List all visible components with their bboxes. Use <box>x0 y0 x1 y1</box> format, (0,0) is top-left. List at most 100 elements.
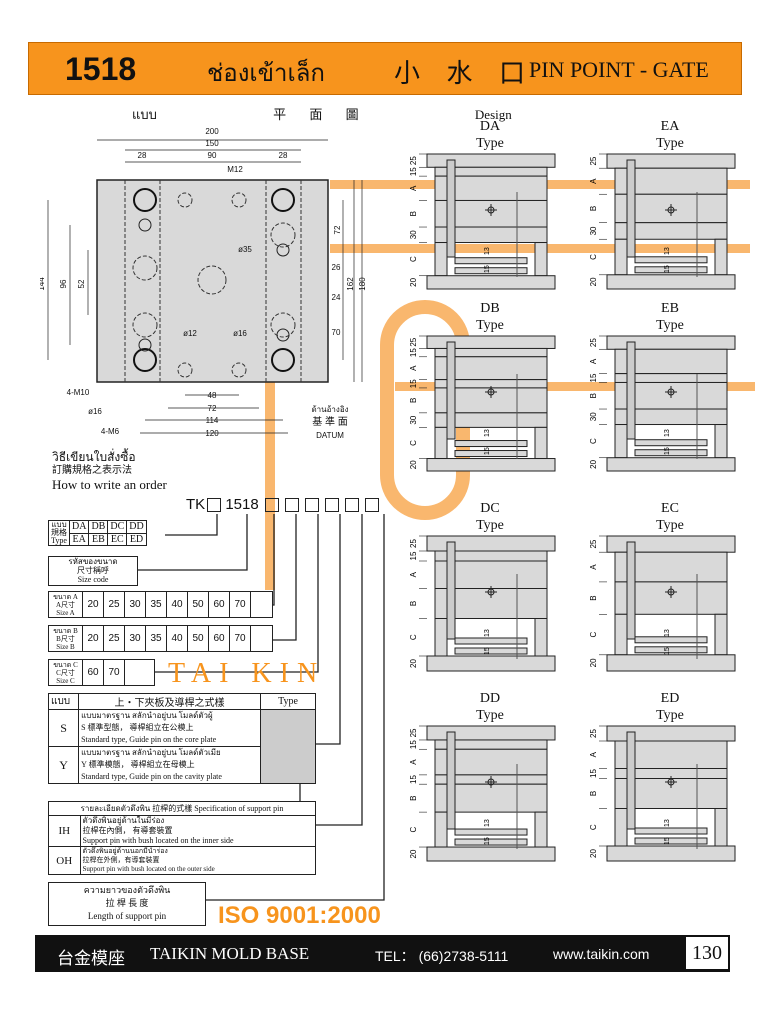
dim-72-right: 72 <box>333 225 342 234</box>
mold-dim-label: C <box>589 824 598 830</box>
datum-zh: 基 準 面 <box>312 415 348 428</box>
dim-96: 96 <box>59 279 68 288</box>
plate-design-drawing: 200 150 28 90 28 M12 ø35 ø12 ø16 48 72 1… <box>40 127 367 440</box>
mold-dim-label: 15 <box>589 373 598 382</box>
label-d16: ø16 <box>233 329 247 338</box>
mold-dim-label: 15 <box>409 551 418 560</box>
dim-48: 48 <box>208 391 217 400</box>
size-option: 30 <box>124 591 146 618</box>
mold-dim-label: 25 <box>589 338 598 347</box>
mold-dim-label: C <box>589 254 598 260</box>
mold-dim-label: 30 <box>409 230 418 239</box>
label-m12: M12 <box>227 165 243 174</box>
mold-dim-label: 15 <box>409 740 418 749</box>
dim-26: 26 <box>332 263 341 272</box>
dim-180: 180 <box>358 277 367 291</box>
code-box-a <box>264 498 279 513</box>
mold-type-name: EC <box>661 501 679 516</box>
label-d35: ø35 <box>238 245 252 254</box>
dim-200: 200 <box>205 127 219 136</box>
order-title-zh: 訂購規格之表示法 <box>52 465 132 476</box>
mold-dim-label: C <box>409 826 418 832</box>
ejector-dim: 13 <box>484 429 491 437</box>
footer-tel: TEL： (66)2738-5111 <box>375 948 509 964</box>
size-option: 25 <box>103 625 125 652</box>
ejector-dim: 13 <box>664 429 671 437</box>
mold-dim-label: C <box>589 631 598 637</box>
mold-dim-label: B <box>589 791 598 796</box>
mold-type-name: EA <box>660 119 680 134</box>
ejector-dim: 13 <box>484 247 491 255</box>
order-code-template: TK 1518 <box>186 496 379 513</box>
size-option: 50 <box>187 625 209 652</box>
type-DA: DA <box>68 520 90 534</box>
mold-dim-label: 20 <box>409 277 418 286</box>
mold-dim-label: B <box>589 595 598 600</box>
size-option: 20 <box>82 591 104 618</box>
mold-dim-label: C <box>409 440 418 446</box>
mold-dim-label: B <box>409 601 418 606</box>
mold-dim-label: 20 <box>589 277 598 286</box>
mold-type-sub: Type <box>476 708 504 723</box>
mold-dim-label: A <box>589 178 598 184</box>
mold-type-sub: Type <box>476 518 504 533</box>
callout-m6: 4-M6 <box>101 427 120 436</box>
mold-type-sub: Type <box>656 518 684 533</box>
dim-144: 144 <box>40 277 46 291</box>
ejector-dim: 15 <box>664 647 671 655</box>
dim-90: 90 <box>208 151 217 160</box>
mold-dim-label: A <box>589 358 598 364</box>
mold-dim-label: 30 <box>409 415 418 424</box>
type-EA: EA <box>68 532 90 546</box>
mold-type-sub: Type <box>656 708 684 723</box>
design-title-zh: 平 面 圖 <box>273 107 359 122</box>
mold-type-name: DD <box>479 691 501 706</box>
size-option: 25 <box>103 591 125 618</box>
page-number: 130 <box>686 937 728 969</box>
mold-dim-label: 20 <box>409 849 418 858</box>
label-d12: ø12 <box>183 329 197 338</box>
footer-website[interactable]: www.taikin.com <box>553 946 650 962</box>
ejector-dim: 15 <box>664 447 671 455</box>
size-option: 60 <box>208 591 230 618</box>
mold-dim-label: 30 <box>589 226 598 235</box>
mold-dim-label: A <box>589 751 598 757</box>
ejector-dim: 13 <box>664 247 671 255</box>
footer-brand: TAIKIN MOLD BASE <box>150 944 310 963</box>
mold-dim-label: C <box>409 634 418 640</box>
size-option: 50 <box>187 591 209 618</box>
ejector-dim: 15 <box>484 647 491 655</box>
watermark-stripe <box>265 290 275 590</box>
type-EC: EC <box>107 532 128 546</box>
mold-dim-label: A <box>589 564 598 570</box>
mold-dim-label: 25 <box>409 539 418 548</box>
mold-dim-label: 15 <box>409 167 418 176</box>
mold-dim-label: B <box>409 211 418 216</box>
mold-dim-label: 25 <box>409 337 418 346</box>
mold-type-name: DA <box>479 119 501 134</box>
type-DB: DB <box>88 520 109 534</box>
mold-dim-label: 20 <box>589 658 598 667</box>
size-option: 70 <box>229 625 251 652</box>
code-box-c <box>304 498 319 513</box>
code-box-support <box>344 498 359 513</box>
size-option: 70 <box>103 659 125 686</box>
design-title-en: Design <box>474 107 512 122</box>
dim-52: 52 <box>77 279 86 288</box>
title-chinese: 小 水 口 <box>394 59 536 88</box>
mold-dim-label: 20 <box>409 460 418 469</box>
code-box-guide <box>324 498 339 513</box>
ejector-dim: 13 <box>484 819 491 827</box>
title-thai: ช่องเข้าเล็ก <box>207 61 325 87</box>
code-prefix: TK <box>186 496 206 513</box>
dim-28-left: 28 <box>138 151 147 160</box>
order-title-en: How to write an order <box>52 477 167 492</box>
dim-162: 162 <box>346 277 355 291</box>
mold-dim-label: 25 <box>409 728 418 737</box>
mold-type-name: DB <box>480 301 500 316</box>
